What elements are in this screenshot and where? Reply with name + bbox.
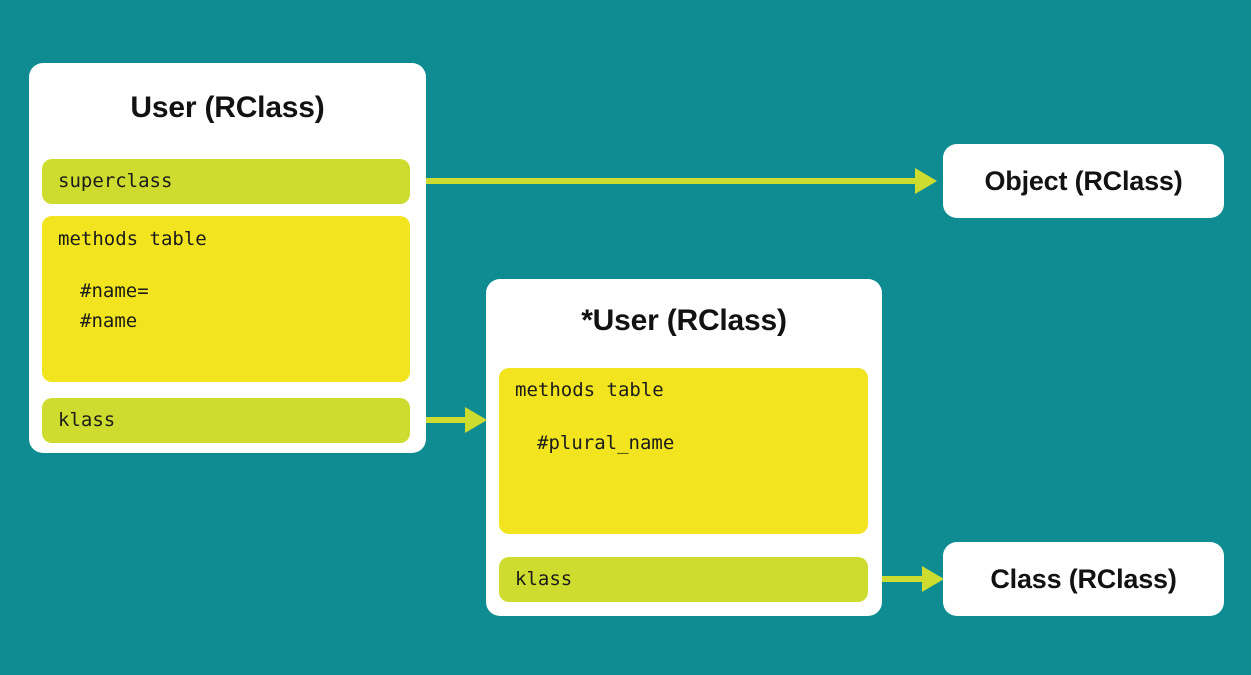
- slot-singleton-user-methods-table-label: methods table: [515, 379, 664, 401]
- slot-user-methods-table-label: methods table: [58, 228, 207, 250]
- slot-user-klass-label: klass: [58, 409, 116, 431]
- method-entry-name-setter: #name=: [80, 280, 149, 302]
- arrow-line: [409, 417, 467, 423]
- arrow-singleton-klass-to-class: [866, 566, 946, 592]
- slot-singleton-user-klass-label: klass: [515, 568, 573, 590]
- slot-user-superclass-label: superclass: [58, 170, 173, 192]
- slot-user-klass[interactable]: klass: [42, 398, 410, 443]
- arrow-klass-to-singleton-user: [409, 407, 489, 433]
- card-user-class-title: User (RClass): [130, 91, 325, 124]
- card-object-class-title: Object (RClass): [984, 166, 1183, 196]
- slot-user-methods-table[interactable]: methods table #name= #name: [42, 216, 410, 382]
- method-entry-name-getter: #name: [80, 310, 138, 332]
- arrow-superclass-to-object: [409, 168, 937, 194]
- method-entry-plural-name: #plural_name: [537, 432, 675, 454]
- arrow-line: [866, 576, 924, 582]
- card-class-class-title: Class (RClass): [990, 564, 1177, 594]
- arrow-head-icon: [915, 168, 937, 194]
- slot-singleton-user-klass[interactable]: klass: [499, 557, 868, 602]
- slot-user-superclass[interactable]: superclass: [42, 159, 410, 204]
- card-object-class[interactable]: Object (RClass): [943, 144, 1224, 218]
- arrow-head-icon: [465, 407, 487, 433]
- card-class-class[interactable]: Class (RClass): [943, 542, 1224, 616]
- arrow-head-icon: [922, 566, 944, 592]
- slot-singleton-user-methods-table[interactable]: methods table #plural_name: [499, 368, 868, 534]
- card-singleton-user-class-title: *User (RClass): [581, 304, 787, 337]
- arrow-line: [409, 178, 917, 184]
